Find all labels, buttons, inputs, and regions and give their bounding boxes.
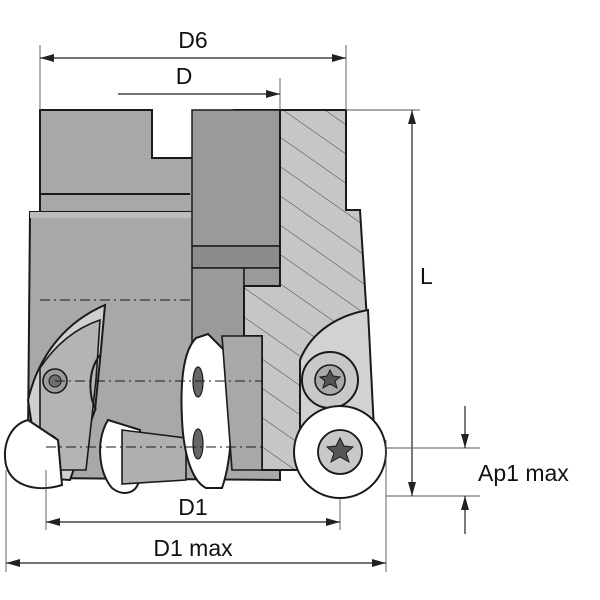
dimension-ap1-max: Ap1 max <box>386 406 569 534</box>
screw-center-lower <box>192 428 204 460</box>
bore-collar <box>191 245 281 269</box>
l-label: L <box>420 263 433 289</box>
bore-upper <box>191 109 281 247</box>
insert-clamp-center <box>221 335 263 471</box>
d-label: D <box>176 63 193 89</box>
insert-seat-center <box>121 429 187 485</box>
dimension-d1-max: D1 max <box>5 440 387 572</box>
bore-counterbore <box>243 267 281 287</box>
right-insert-pocket <box>293 308 387 499</box>
screw-center-upper <box>192 366 204 398</box>
dimension-d1: D1 <box>45 470 341 530</box>
center-inserts <box>99 332 263 494</box>
clamp-wedge-left <box>39 318 101 471</box>
dimension-l: L <box>346 109 480 497</box>
left-insert-pocket <box>4 303 107 490</box>
dimension-d6: D6 <box>39 27 347 110</box>
chip-breaker-left <box>89 354 101 411</box>
dimension-d: D <box>118 63 281 110</box>
d1-max-label: D1 max <box>153 535 233 561</box>
d6-label: D6 <box>178 27 207 53</box>
round-insert-left <box>4 418 64 490</box>
d1-label: D1 <box>178 494 207 520</box>
body-shoulder <box>30 212 192 218</box>
torx-recess-upper <box>318 368 342 390</box>
torx-recess-lower <box>325 436 355 464</box>
ap1-max-label: Ap1 max <box>478 460 569 486</box>
